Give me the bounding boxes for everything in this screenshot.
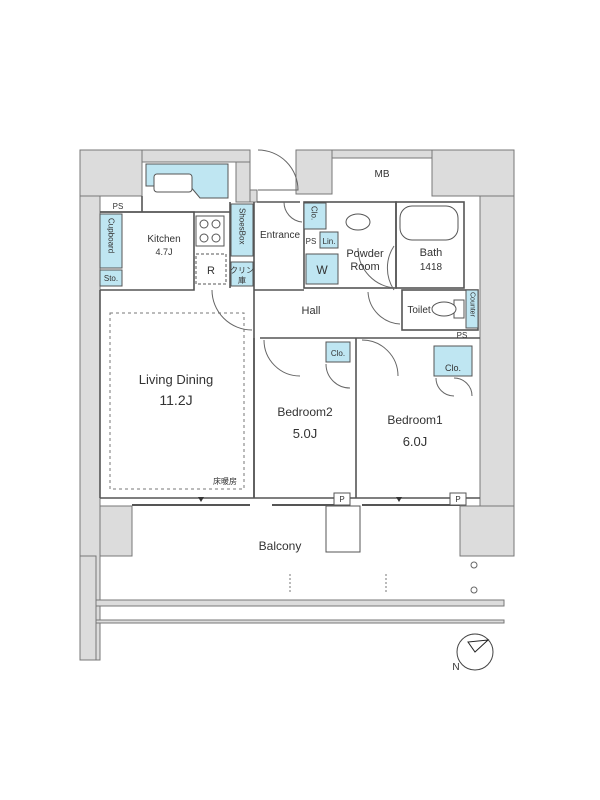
labels: MB PS Kitchen 4.7J Cupboard Sto. R Shoes… bbox=[104, 169, 476, 553]
entrance-label: Entrance bbox=[260, 230, 300, 241]
p-bedroom1-label: P bbox=[455, 495, 460, 504]
powder-room-label-2: Room bbox=[350, 261, 379, 273]
balcony-label: Balcony bbox=[259, 539, 302, 553]
bedroom2-label: Bedroom2 bbox=[277, 405, 333, 419]
p-box-bedroom1 bbox=[449, 492, 467, 506]
window-markers bbox=[198, 497, 402, 502]
refrigerator-box bbox=[195, 253, 227, 285]
ps-label-top-left: PS bbox=[113, 202, 124, 211]
drain-icon bbox=[470, 561, 478, 569]
ps-entrance-label: PS bbox=[306, 237, 317, 246]
bath-size: 1418 bbox=[420, 262, 443, 273]
lin-label: Lin. bbox=[323, 237, 336, 246]
door-swings bbox=[211, 149, 473, 397]
washer-label: W bbox=[316, 263, 328, 277]
kitchen-label: Kitchen bbox=[147, 234, 180, 245]
bedroom1-size: 6.0J bbox=[403, 434, 428, 449]
p-box-bedroom2 bbox=[333, 492, 351, 506]
hall-label: Hall bbox=[302, 305, 321, 317]
toilet-label: Toilet bbox=[407, 305, 431, 316]
bathtub-icon bbox=[399, 205, 459, 241]
cupboard-label: Cupboard bbox=[107, 218, 116, 253]
living-dining-label: Living Dining bbox=[139, 372, 213, 387]
drain-icon-2 bbox=[470, 586, 478, 594]
toilet-icon bbox=[431, 299, 465, 319]
kitchen-size: 4.7J bbox=[155, 247, 172, 257]
clo-bedroom1-label: Clo. bbox=[445, 363, 461, 373]
basin-icon bbox=[345, 213, 371, 231]
outer-walls bbox=[79, 149, 515, 661]
mb-label: MB bbox=[375, 169, 390, 180]
clo-entrance-label: Clo. bbox=[310, 206, 319, 220]
stove-icon bbox=[195, 215, 225, 247]
bedroom1-label: Bedroom1 bbox=[387, 413, 443, 427]
clean-closet-label-1: クリン bbox=[230, 266, 254, 275]
compass-n-label: N bbox=[452, 662, 459, 673]
balcony-dashes bbox=[289, 574, 387, 594]
balcony-unit bbox=[325, 505, 361, 553]
living-dining-size: 11.2J bbox=[159, 392, 192, 408]
p-bedroom2-label: P bbox=[339, 495, 344, 504]
clean-closet-label-2: 庫 bbox=[238, 275, 246, 285]
sto-label: Sto. bbox=[104, 274, 118, 283]
bath-label: Bath bbox=[420, 247, 443, 259]
compass-icon: N bbox=[452, 633, 494, 673]
refrigerator-label: R bbox=[207, 265, 215, 277]
shoesbox-label: ShoesBox bbox=[238, 208, 247, 244]
interior-walls bbox=[99, 196, 480, 499]
floor-heating-label: 床暖房 bbox=[213, 476, 237, 486]
floor-heating-area bbox=[109, 312, 245, 490]
powder-room-label-1: Powder bbox=[346, 248, 384, 260]
clo-bedroom2-label: Clo. bbox=[331, 349, 345, 358]
ps-right-label: PS bbox=[457, 331, 468, 340]
kitchen-sink bbox=[153, 173, 193, 193]
bedroom2-size: 5.0J bbox=[293, 426, 318, 441]
counter-label: Counter bbox=[469, 292, 476, 318]
